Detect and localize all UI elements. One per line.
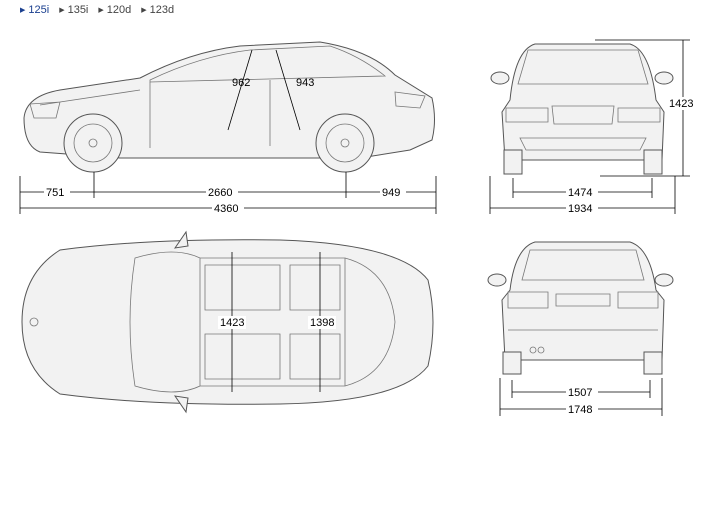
rear-shoulder-label: 1398 [310,317,334,329]
tab-label: 135i [67,4,89,16]
wheelbase-label: 2660 [208,187,232,199]
side-view-car: 962 943 [23,41,435,173]
rear-track-label: 1507 [568,387,592,399]
front-overhang-label: 751 [46,187,64,199]
height-label: 1423 [669,98,693,110]
tab-120d[interactable]: ▶120d [98,4,131,16]
tab-135i[interactable]: ▶135i [59,4,88,16]
model-tabs: ▶125i ▶135i ▶120d ▶123d [20,4,174,16]
front-width-label: 1934 [568,203,592,215]
tab-label: 120d [106,4,132,16]
front-shoulder-label: 1423 [220,317,244,329]
front-track-label: 1474 [568,187,592,199]
front-view-car [490,43,674,175]
rear-overhang-label: 949 [382,187,400,199]
tab-label: 123d [149,4,175,16]
rear-view-car [487,241,674,375]
tab-label: 125i [28,4,50,16]
top-view-car: 1423 1398 [21,230,434,414]
tab-123d[interactable]: ▶123d [141,4,174,16]
triangle-right-icon: ▶ [59,7,65,14]
side-dimensions: 751 2660 949 4360 [19,172,437,215]
front-dimensions: 1474 1934 1423 [489,39,696,215]
length-label: 4360 [214,203,238,215]
rear-width-label: 1748 [568,404,592,416]
front-headroom-label: 962 [232,77,250,89]
tab-125i[interactable]: ▶125i [20,4,49,16]
rear-headroom-label: 943 [296,77,314,89]
triangle-right-icon: ▶ [141,7,147,14]
triangle-right-icon: ▶ [98,7,104,14]
triangle-right-icon: ▶ [20,7,26,14]
rear-dimensions: 1507 1748 [499,378,663,416]
